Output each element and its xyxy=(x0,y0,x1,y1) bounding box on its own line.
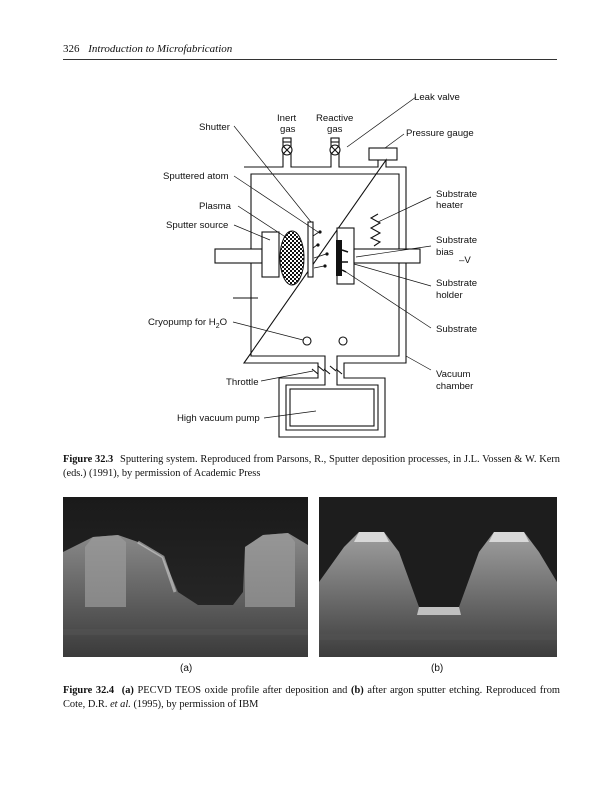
running-header: 326 Introduction to Microfabrication xyxy=(63,43,232,55)
label-vacuum-chamber-1: Vacuum xyxy=(436,369,470,380)
sem-photo-b xyxy=(319,497,557,657)
label-reactive-gas-2: gas xyxy=(327,124,343,135)
label-cryopump: Cryopump for H2O xyxy=(148,317,227,330)
label-vacuum-chamber-2: chamber xyxy=(436,381,474,392)
label-substrate: Substrate xyxy=(436,324,477,335)
label-sputtered-atom: Sputtered atom xyxy=(163,171,229,182)
caption-end: (1995), by permission of IBM xyxy=(131,699,259,710)
label-sputter-source: Sputter source xyxy=(166,220,228,231)
label-substrate-heater-1: Substrate xyxy=(436,189,477,200)
label-reactive-gas-1: Reactive xyxy=(316,113,353,124)
label-inert-gas-2: gas xyxy=(280,124,296,135)
label-pressure-gauge: Pressure gauge xyxy=(406,128,474,139)
label-inert-gas-1: Inert xyxy=(277,113,297,124)
label-plasma: Plasma xyxy=(199,201,232,212)
label-substrate-bias-2: bias xyxy=(436,247,454,258)
page-number: 326 xyxy=(63,43,80,55)
label-high-vacuum-pump: High vacuum pump xyxy=(177,413,260,424)
label-substrate-heater-2: heater xyxy=(436,200,464,211)
sublabel-a: (a) xyxy=(180,663,192,674)
figure-32-3-caption: Figure 32.3 Sputtering system. Reproduce… xyxy=(63,453,560,481)
sublabel-b: (b) xyxy=(431,663,443,674)
sputtering-system-diagram: Leak valve Inert gas Reactive gas Shutte… xyxy=(0,60,615,450)
label-leak-valve: Leak valve xyxy=(414,92,460,103)
label-substrate-holder-1: Substrate xyxy=(436,278,477,289)
figure-32-3-caption-text: Sputtering system. Reproduced from Parso… xyxy=(63,454,560,479)
label-substrate-bias-1: Substrate xyxy=(436,235,477,246)
caption-mid: PECVD TEOS oxide profile after depositio… xyxy=(134,685,351,696)
figure-32-4-caption: Figure 32.4 (a) PECVD TEOS oxide profile… xyxy=(63,684,560,712)
caption-part-b: (b) xyxy=(351,685,364,696)
figure-32-4-label: Figure 32.4 xyxy=(63,685,114,696)
label-minus-v: –V xyxy=(459,255,471,266)
caption-etal: et al. xyxy=(110,699,131,710)
book-title: Introduction to Microfabrication xyxy=(88,43,232,55)
label-shutter: Shutter xyxy=(199,122,231,133)
label-throttle: Throttle xyxy=(226,377,259,388)
caption-part-a: (a) xyxy=(122,685,134,696)
figure-32-3-label: Figure 32.3 xyxy=(63,454,113,465)
label-substrate-holder-2: holder xyxy=(436,290,463,301)
sem-photo-a xyxy=(63,497,308,657)
